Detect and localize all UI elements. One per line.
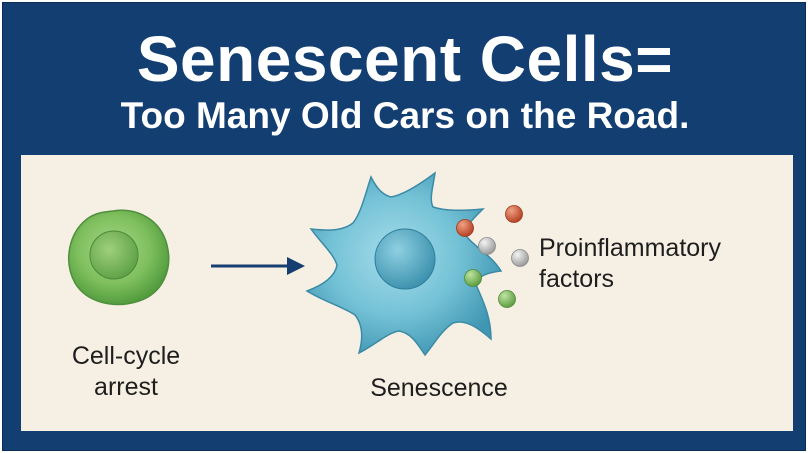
proinflammatory-factors — [456, 205, 529, 308]
diagram-panel: Cell-cycle arrest Senescence Proinflamma… — [21, 155, 793, 431]
figure-title: Senescent Cells= — [136, 23, 674, 95]
factor-dot-red — [505, 205, 523, 223]
arrest-label-line2: arrest — [94, 373, 158, 401]
diagram-art — [68, 171, 529, 357]
factor-dot-green — [498, 290, 516, 308]
arrest-label-line1: Cell-cycle — [71, 342, 181, 370]
factor-dot-green — [464, 269, 482, 287]
arrested-cell — [68, 209, 170, 306]
cell-cycle-arrest-label: Cell-cycle arrest — [51, 341, 201, 403]
figure-subtitle: Too Many Old Cars on the Road. — [120, 95, 690, 136]
factor-dot-gray — [511, 249, 529, 267]
factors-label-line1: Proinflammatory — [539, 234, 721, 262]
senescent-cell — [305, 171, 503, 357]
transition-arrow — [211, 257, 305, 275]
factor-dot-gray — [478, 237, 496, 255]
factor-dot-red — [456, 219, 474, 237]
factors-label-line2: factors — [539, 265, 615, 293]
senescence-label: Senescence — [370, 374, 508, 402]
proinflammatory-factors-label: Proinflammatory factors — [539, 233, 789, 295]
